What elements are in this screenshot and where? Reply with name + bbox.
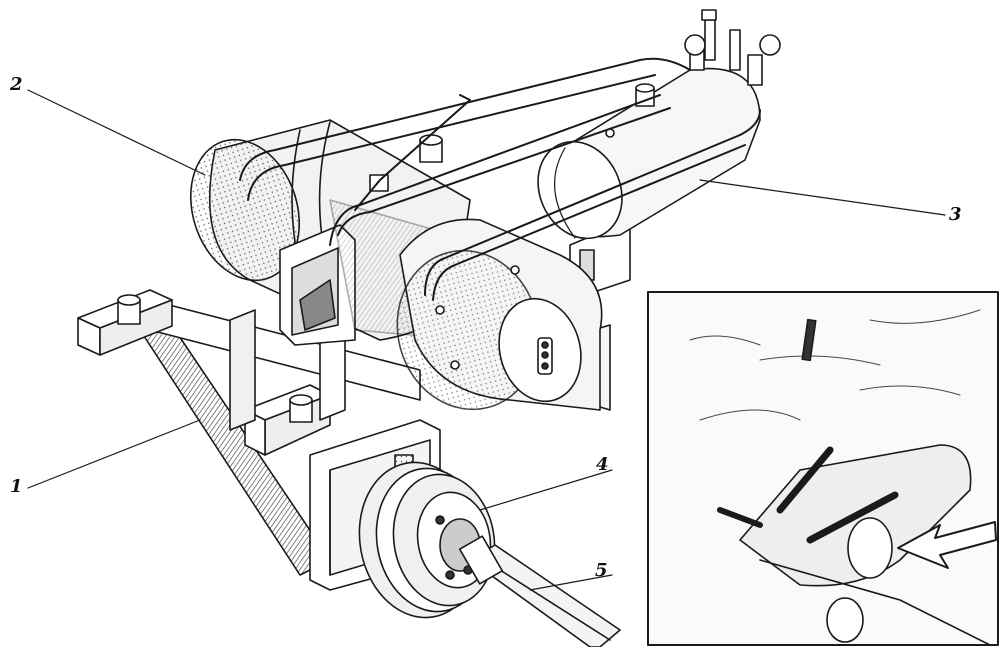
callout-label-2: 2 [10, 74, 23, 95]
callout-label-1: 1 [10, 476, 23, 497]
leader-line-2 [27, 89, 206, 176]
leader-line-3 [699, 179, 946, 216]
inset-arrow-icon [897, 521, 997, 569]
callout-label-4: 4 [596, 454, 609, 475]
callout-label-3: 3 [949, 204, 962, 225]
callout-label-5: 5 [595, 560, 608, 581]
leader-line-1 [27, 419, 201, 489]
inset-photo [647, 291, 999, 646]
leader-line-5 [529, 574, 613, 591]
leader-lines [27, 89, 946, 591]
leader-line-4 [479, 469, 613, 511]
piping [239, 57, 761, 301]
drive-shaft [458, 535, 621, 648]
